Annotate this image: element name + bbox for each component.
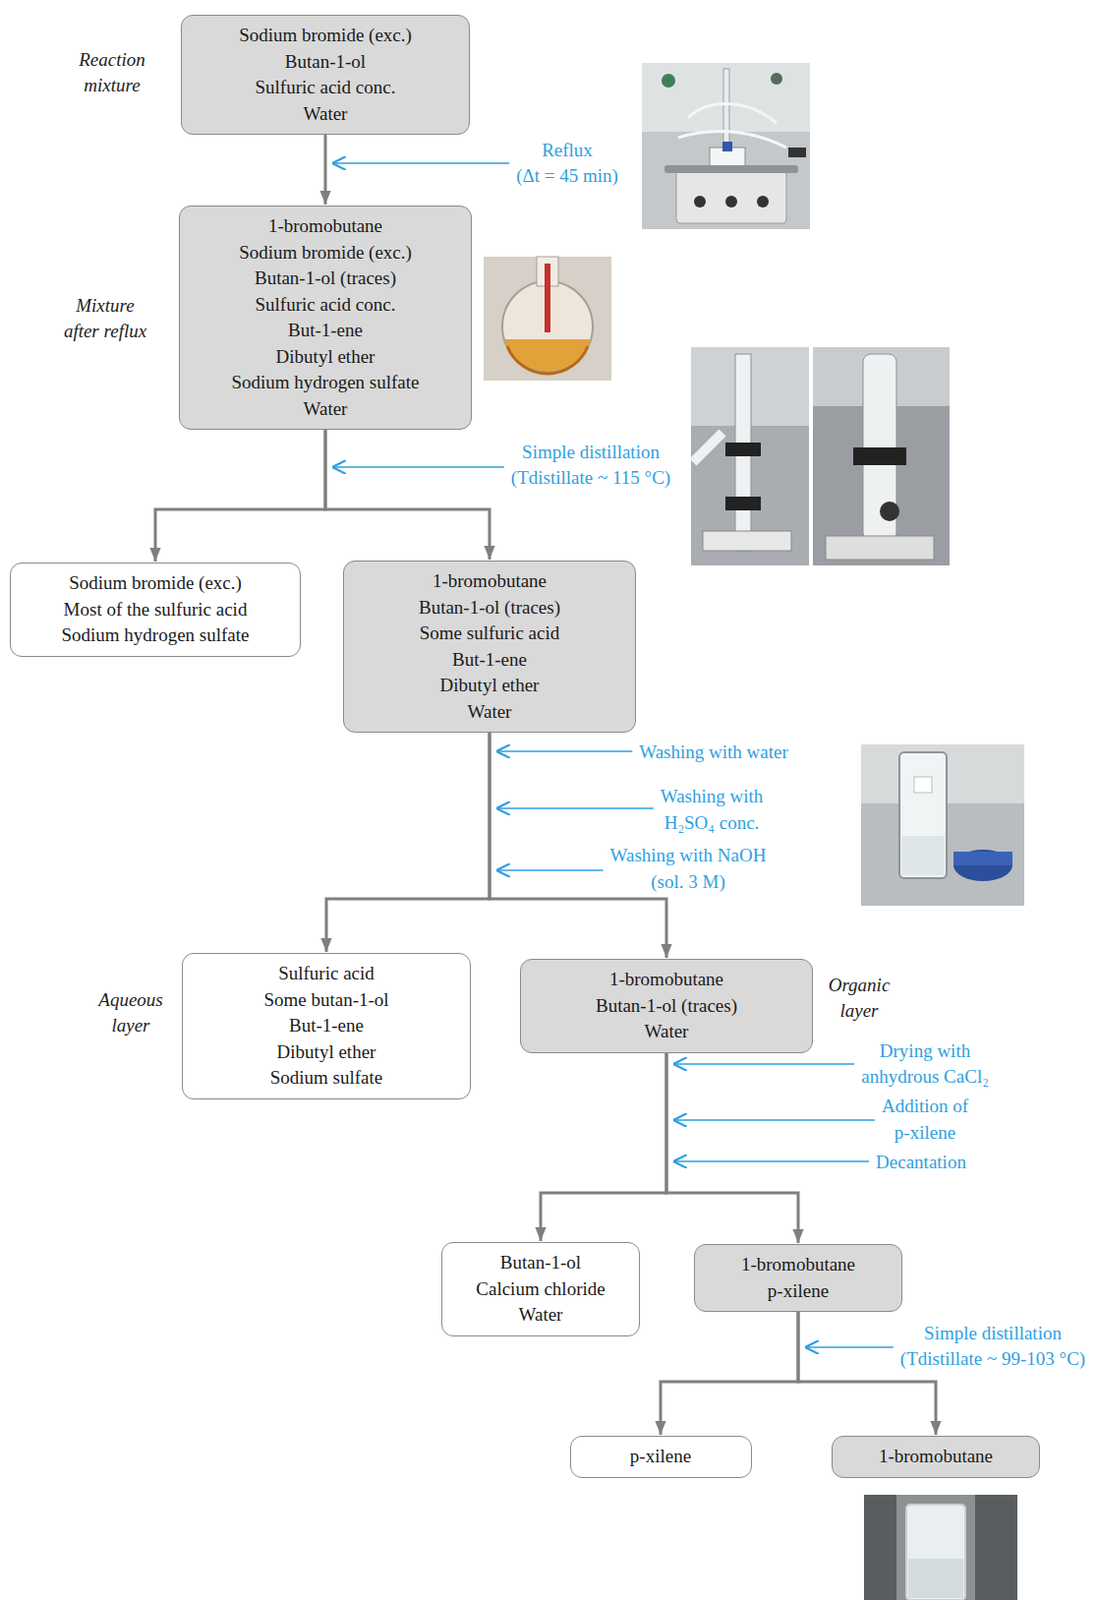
node-text: 1-bromobutane bbox=[532, 966, 801, 993]
node-text: 1-bromobutane bbox=[844, 1443, 1028, 1470]
removed-box: Sulfuric acidSome butan-1-olBut-1-eneDib… bbox=[181, 952, 471, 1099]
step-arrow bbox=[332, 465, 505, 468]
node-text: Sodium hydrogen sulfate bbox=[22, 622, 289, 649]
step-arrow bbox=[496, 750, 633, 752]
step-label: Drying with bbox=[879, 1038, 971, 1064]
step-label: H₂SO₄ conc. bbox=[664, 809, 760, 836]
mixture-box: 1-bromobutaneSodium bromide (exc.)Butan-… bbox=[178, 205, 472, 430]
node-text: Water bbox=[454, 1301, 628, 1328]
node-text: Water bbox=[193, 101, 458, 128]
step-arrow bbox=[496, 868, 604, 871]
node-text: Sulfuric acid conc. bbox=[191, 291, 460, 319]
node-text: Sulfuric acid bbox=[194, 960, 459, 987]
node-text: Butan-1-ol (traces) bbox=[532, 992, 801, 1020]
flow-arrow bbox=[324, 134, 328, 205]
node-text: Water bbox=[355, 698, 624, 726]
removed-box: Sodium bromide (exc.)Most of the sulfuri… bbox=[9, 562, 301, 657]
step-label: Decantation bbox=[875, 1149, 967, 1175]
node-text: 1-bromobutane bbox=[706, 1251, 890, 1278]
node-text: Sodium bromide (exc.) bbox=[191, 239, 460, 267]
flow-arrow bbox=[326, 732, 490, 952]
node-text: p-xilene bbox=[582, 1443, 740, 1470]
step-label: (Tdistillate ~ 115 °C) bbox=[511, 464, 671, 491]
removed-box: Butan-1-olCalcium chlorideWater bbox=[441, 1241, 640, 1336]
node-text: Some sulfuric acid bbox=[355, 620, 624, 647]
step-arrow bbox=[673, 1118, 875, 1121]
layer-label: Aqueous layer bbox=[93, 986, 169, 1039]
step-label: Reflux bbox=[541, 137, 593, 164]
step-arrow bbox=[673, 1159, 869, 1162]
step-label: (Tdistillate ~ 99-103 °C) bbox=[900, 1345, 1086, 1372]
step-label: Washing with bbox=[660, 783, 764, 809]
step-label: Washing with NaOH bbox=[610, 842, 767, 868]
node-text: But-1-ene bbox=[194, 1012, 459, 1040]
node-text: Dibutyl ether bbox=[355, 672, 624, 699]
flow-arrow bbox=[666, 1052, 799, 1244]
step-label: Washing with water bbox=[638, 739, 789, 765]
step-arrow bbox=[673, 1062, 855, 1065]
node-text: Butan-1-ol (traces) bbox=[191, 265, 460, 292]
step-label: Addition of bbox=[881, 1093, 969, 1119]
vial-photo bbox=[861, 744, 1025, 906]
step-label: anhydrous CaCl₂ bbox=[861, 1063, 989, 1090]
flow-arrow bbox=[660, 1311, 799, 1435]
node-text: p-xilene bbox=[706, 1277, 890, 1305]
reflux-photo bbox=[641, 62, 810, 230]
layer-label: Organic layer bbox=[821, 972, 897, 1024]
flask-photo bbox=[483, 256, 612, 381]
step-label: Simple distillation bbox=[521, 439, 660, 465]
removed-box: p-xilene bbox=[570, 1435, 752, 1478]
stage-label: Mixture after reflux bbox=[57, 292, 153, 345]
node-text: Water bbox=[532, 1018, 801, 1045]
node-text: Sodium sulfate bbox=[194, 1064, 459, 1092]
mixture-box: 1-bromobutane bbox=[831, 1435, 1040, 1478]
step-arrow bbox=[332, 162, 510, 165]
node-text: Butan-1-ol bbox=[454, 1249, 628, 1276]
node-text: 1-bromobutane bbox=[355, 568, 624, 595]
node-text: Sodium bromide (exc.) bbox=[22, 570, 289, 597]
mixture-box: 1-bromobutaneButan-1-ol (traces)Water bbox=[519, 958, 813, 1053]
node-text: Dibutyl ether bbox=[194, 1039, 459, 1066]
node-text: Sulfuric acid conc. bbox=[193, 74, 458, 102]
node-text: But-1-ene bbox=[355, 646, 624, 674]
flow-arrow bbox=[325, 429, 490, 560]
mixture-box: 1-bromobutanep-xilene bbox=[693, 1243, 903, 1312]
step-label: (Δt = 45 min) bbox=[516, 163, 619, 189]
node-text: Most of the sulfuric acid bbox=[22, 596, 289, 624]
mixture-box: 1-bromobutaneButan-1-ol (traces)Some sul… bbox=[343, 560, 636, 733]
node-text: Some butan-1-ol bbox=[194, 986, 459, 1014]
node-text: But-1-ene bbox=[191, 317, 460, 345]
step-arrow bbox=[496, 807, 654, 809]
node-text: Water bbox=[191, 396, 460, 423]
step-label: (sol. 3 M) bbox=[650, 868, 725, 895]
node-text: 1-bromobutane bbox=[191, 213, 460, 240]
node-text: Butan-1-ol (traces) bbox=[355, 594, 624, 622]
node-text: Sodium bromide (exc.) bbox=[193, 22, 458, 50]
product-photo bbox=[864, 1494, 1018, 1600]
distillation-photo bbox=[691, 346, 950, 566]
node-text: Butan-1-ol bbox=[193, 49, 458, 76]
step-label: Simple distillation bbox=[923, 1320, 1062, 1346]
flow-arrow bbox=[540, 1052, 667, 1242]
node-text: Calcium chloride bbox=[454, 1275, 628, 1303]
stage-label: Reaction mixture bbox=[70, 47, 154, 99]
mixture-box: Sodium bromide (exc.)Butan-1-olSulfuric … bbox=[180, 14, 470, 135]
flow-arrow bbox=[155, 429, 326, 562]
step-arrow bbox=[805, 1345, 894, 1348]
node-text: Sodium hydrogen sulfate bbox=[191, 369, 460, 397]
step-label: p-xilene bbox=[894, 1119, 956, 1146]
flow-arrow bbox=[798, 1311, 936, 1435]
node-text: Dibutyl ether bbox=[191, 344, 460, 371]
